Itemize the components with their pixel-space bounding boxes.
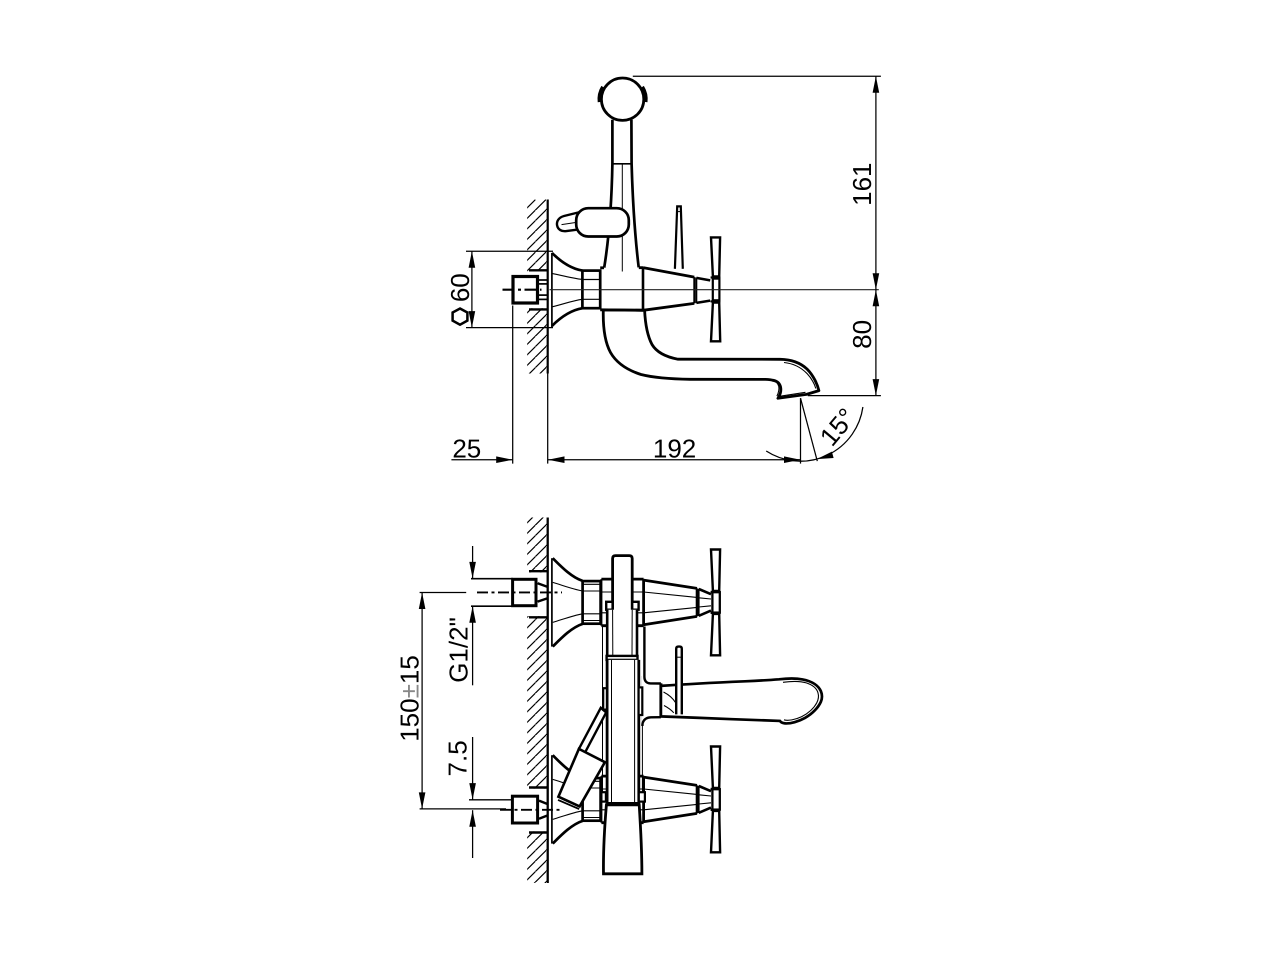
svg-text:161: 161 [847, 163, 877, 206]
svg-text:80: 80 [847, 320, 877, 349]
svg-text:150±15: 150±15 [394, 655, 424, 742]
svg-text:7.5: 7.5 [442, 740, 472, 776]
svg-text:25: 25 [452, 434, 481, 464]
svg-text:192: 192 [653, 433, 696, 463]
svg-text:G1/2": G1/2" [443, 617, 473, 683]
svg-text:60: 60 [445, 273, 475, 302]
svg-text:15°: 15° [814, 402, 862, 451]
